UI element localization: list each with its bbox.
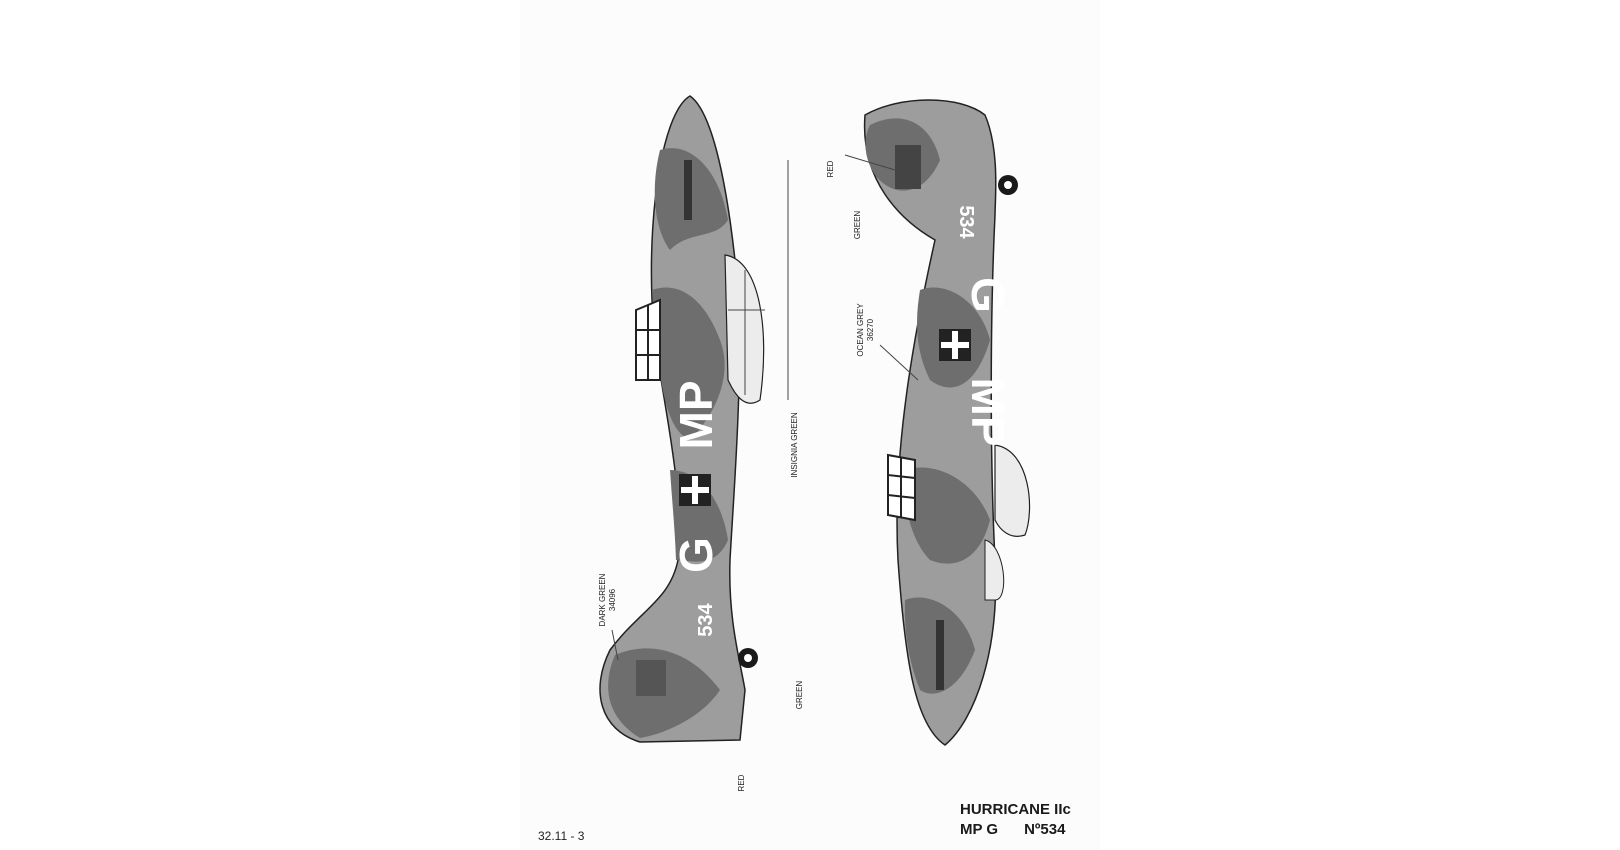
aircraft-code: MP G bbox=[960, 821, 999, 838]
callout-ocean-grey-code: 36270 bbox=[866, 318, 875, 342]
callout-dark-green-label: DARK GREEN bbox=[598, 573, 607, 627]
callout-left-red: RED bbox=[737, 768, 747, 798]
left-aircraft-view: MP G 534 bbox=[599, 95, 789, 743]
aircraft-code-line: MP G Nº534 bbox=[960, 820, 1071, 840]
left-red-band bbox=[684, 160, 692, 220]
right-red-leader bbox=[844, 154, 896, 171]
right-windscreen bbox=[984, 539, 1005, 601]
callout-left-red-label: RED bbox=[737, 774, 746, 792]
left-radiator-grille bbox=[635, 298, 661, 381]
right-aircraft-view: G MP 534 bbox=[844, 99, 1031, 746]
callout-insignia-green-label: INSIGNIA GREEN bbox=[790, 412, 799, 478]
callout-left-green-label: GREEN bbox=[795, 680, 804, 710]
callout-left-green: GREEN bbox=[795, 675, 805, 715]
right-cross-insignia bbox=[939, 329, 971, 361]
left-serial: 534 bbox=[695, 602, 717, 636]
aircraft-title: HURRICANE IIc bbox=[960, 801, 1071, 818]
sheet-ref-code: 32.11 - 3 bbox=[538, 829, 585, 843]
right-tail-red-panel bbox=[895, 145, 921, 189]
left-canopy bbox=[724, 254, 765, 404]
right-ocean-leader bbox=[879, 344, 919, 381]
callout-dark-green: DARK GREEN 34096 bbox=[598, 570, 618, 630]
left-cross-insignia bbox=[679, 474, 711, 506]
left-tail-red-panel bbox=[636, 660, 666, 696]
callout-right-green-label: GREEN bbox=[853, 210, 862, 240]
right-camo-dark-3 bbox=[904, 467, 990, 564]
right-canopy bbox=[994, 444, 1031, 537]
left-canopy-frame bbox=[728, 270, 765, 395]
callout-right-green: GREEN bbox=[853, 205, 863, 245]
right-radiator-grille bbox=[887, 453, 916, 522]
right-letters-mp: MP bbox=[962, 378, 1014, 447]
right-red-band bbox=[936, 620, 944, 690]
callout-right-red: RED bbox=[826, 154, 836, 184]
callout-ocean-grey: OCEAN GREY 36270 bbox=[856, 300, 876, 360]
left-letters-mp: MP bbox=[670, 381, 722, 450]
callout-ocean-grey-label: OCEAN GREY bbox=[856, 303, 865, 357]
left-letters-g: G bbox=[670, 537, 722, 573]
title-block: HURRICANE IIc MP G Nº534 bbox=[960, 800, 1071, 840]
right-letters-g: G bbox=[962, 277, 1014, 313]
aircraft-number: Nº534 bbox=[1024, 821, 1066, 838]
callout-dark-green-code: 34096 bbox=[608, 588, 617, 612]
callout-insignia-green: INSIGNIA GREEN bbox=[790, 400, 800, 490]
right-serial: 534 bbox=[955, 205, 977, 239]
left-darkgreen-leader bbox=[611, 629, 619, 661]
left-camo-dark-2 bbox=[652, 287, 725, 440]
left-tailwheel-hub bbox=[744, 654, 752, 662]
callout-right-red-label: RED bbox=[826, 160, 835, 178]
right-tailwheel-hub bbox=[1004, 181, 1012, 189]
